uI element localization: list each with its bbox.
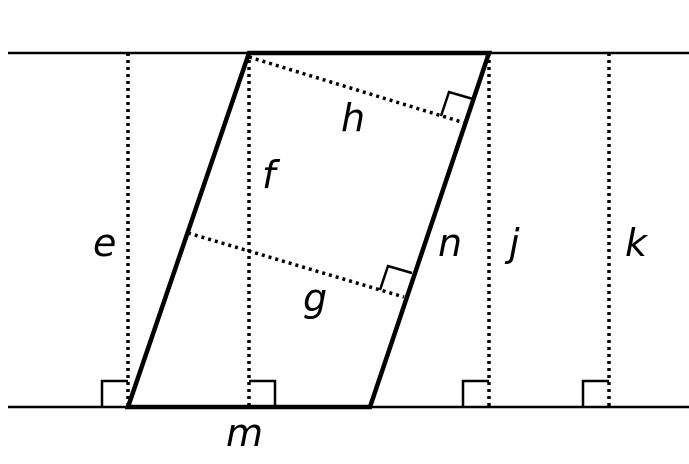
parallelogram (124, 50, 493, 410)
right-angle-marker-g (378, 264, 413, 291)
label-e: e (93, 221, 116, 265)
right-angle-marker-j (461, 379, 489, 407)
label-f: f (262, 153, 281, 197)
distance-g (187, 231, 405, 299)
label-m: m (226, 411, 263, 455)
label-g: g (303, 276, 327, 320)
right-angle-marker-h (439, 90, 474, 117)
label-j: j (504, 221, 520, 265)
label-k: k (625, 221, 649, 265)
right-angle-marker-e (100, 379, 128, 407)
label-h: h (341, 96, 365, 140)
distance-h (248, 55, 466, 125)
right-angle-marker-f (249, 379, 277, 407)
label-n: n (438, 221, 462, 265)
right-angle-marker-k (581, 379, 609, 407)
